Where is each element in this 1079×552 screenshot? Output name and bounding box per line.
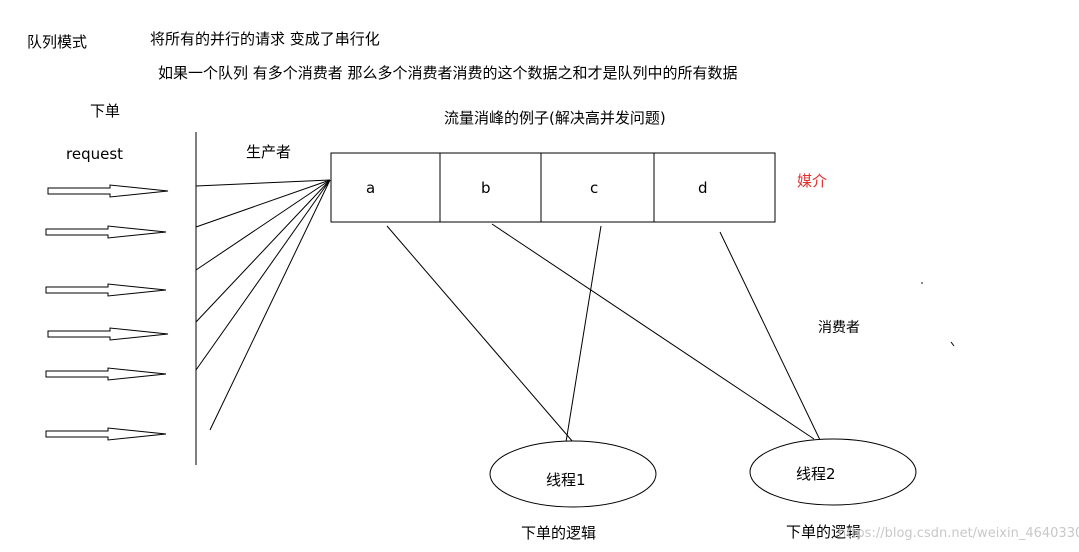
request-arrow xyxy=(45,427,167,441)
fan-line xyxy=(195,179,331,323)
medium-label: 媒介 xyxy=(797,172,827,190)
consumer-line-c-thread1 xyxy=(565,225,602,443)
queue-box xyxy=(330,152,776,223)
queue-cell-b: b xyxy=(481,179,491,197)
description-line-1: 将所有的并行的请求 变成了串行化 xyxy=(150,30,380,48)
description-line-2: 如果一个队列 有多个消费者 那么多个消费者消费的这个数据之和才是队列中的所有数据 xyxy=(158,64,738,82)
request-arrow xyxy=(45,225,167,239)
consumer-label: 消费者 xyxy=(818,320,860,336)
thread2-ellipse xyxy=(749,438,917,506)
consumer-line-b-thread2 xyxy=(491,223,815,440)
thread1-ellipse xyxy=(489,440,657,508)
queue-cell-a: a xyxy=(366,179,375,197)
consumer-lines xyxy=(386,223,821,443)
thread2-label: 线程2 xyxy=(796,465,836,483)
stray-dot xyxy=(921,282,923,284)
fan-line xyxy=(195,179,331,228)
watermark: https://blog.csdn.net/weixin_46403305 xyxy=(838,526,1079,541)
producer-label: 生产者 xyxy=(246,143,291,161)
example-title: 流量消峰的例子(解决高并发问题) xyxy=(444,109,666,127)
request-arrows xyxy=(45,184,169,441)
queue: a b c d xyxy=(330,152,776,223)
queue-cell-c: c xyxy=(590,179,598,197)
request-label: request xyxy=(66,145,123,163)
order-logic-label-2: 下单的逻辑 xyxy=(786,523,861,541)
stray-mark xyxy=(950,341,955,347)
request-arrow xyxy=(45,283,167,297)
order-label: 下单 xyxy=(90,102,120,120)
request-arrow xyxy=(45,367,167,381)
request-arrow xyxy=(47,327,169,341)
fan-line xyxy=(195,179,331,371)
producer-fan-lines xyxy=(195,179,331,431)
thread1-label: 线程1 xyxy=(546,471,586,489)
fan-line xyxy=(209,179,331,431)
queue-mode-label: 队列模式 xyxy=(27,33,87,51)
request-arrow xyxy=(47,184,169,198)
order-logic-label-1: 下单的逻辑 xyxy=(521,524,596,542)
queue-cell-d: d xyxy=(698,179,708,197)
consumer-line-a-thread1 xyxy=(386,225,574,443)
consumer-line-d-thread2 xyxy=(719,231,821,441)
fan-line xyxy=(195,179,331,271)
fan-line xyxy=(195,179,331,187)
